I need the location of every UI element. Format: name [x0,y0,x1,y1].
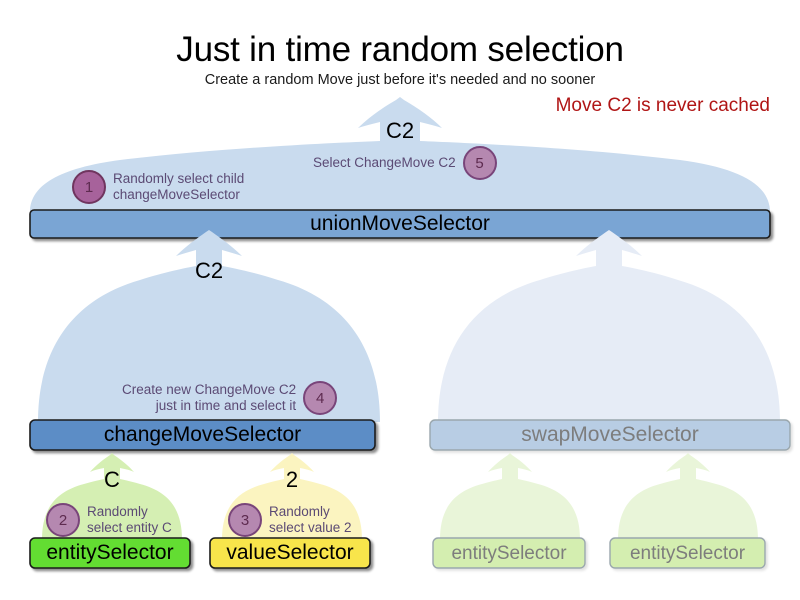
step-2-number: 2 [46,503,80,537]
step-2-text: Randomly select entity C [87,504,172,537]
step-5: 5 Select ChangeMove C2 [313,146,497,180]
step-4: 4 Create new ChangeMove C2 just in time … [122,381,338,415]
step-2-line1: Randomly [87,503,148,519]
step-4-text: Create new ChangeMove C2 just in time an… [122,382,296,415]
step-5-number: 5 [462,146,497,180]
step-5-line1: Select ChangeMove C2 [313,154,456,170]
step-3-text: Randomly select value 2 [269,504,352,537]
union-funnel-arrow [30,97,770,212]
page-title: Just in time random selection [176,30,624,69]
swap-funnel-arrow [438,230,780,422]
step-3-line1: Randomly [269,503,330,519]
step-1-line2: changeMoveSelector [113,187,240,202]
step-4-number: 4 [303,381,338,415]
step-2: 2 Randomly select entity C [46,503,172,537]
entity-selector-label: entitySelector [46,541,174,564]
step-2-line2: select entity C [87,520,172,535]
value-selector-box[interactable] [209,537,371,569]
step-1-line1: Randomly select child [113,170,245,186]
value-move-label: 2 [285,467,299,492]
step-4-line1: Create new ChangeMove C2 [122,381,297,397]
swap-move-selector-box[interactable] [429,419,791,451]
swap-entity-selector-b-label: entitySelector [629,543,746,564]
step-3-line2: select value 2 [269,520,352,535]
cache-note: Move C2 is never cached [555,95,770,116]
value-selector-label: valueSelector [226,541,354,564]
union-move-selector-label: unionMoveSelector [310,212,490,235]
step-5-text: Select ChangeMove C2 [313,155,456,171]
step-1: 1 Randomly select child changeMoveSelect… [72,170,244,204]
change-move-selector-label: changeMoveSelector [103,423,302,446]
step-1-text: Randomly select child changeMoveSelector [113,171,244,204]
swap-entity-selector-a-label: entitySelector [451,543,567,564]
page-subtitle: Create a random Move just before it's ne… [204,72,596,88]
step-4-line2: just in time and select it [155,398,297,413]
union-move-selector-box[interactable] [29,209,771,239]
step-1-number: 1 [72,170,106,204]
swap-entity-selector-a-funnel-arrow [440,453,580,540]
entity-move-label: C [104,467,120,492]
swap-entity-selector-b-box[interactable] [609,537,766,569]
step-3-number: 3 [228,503,262,537]
swap-entity-selector-b-funnel-arrow [618,453,758,540]
step-3: 3 Randomly select value 2 [228,503,352,537]
swap-entity-selector-a-box[interactable] [432,537,586,569]
union-move-label: C2 [385,118,415,143]
change-move-label: C2 [194,258,224,283]
change-move-selector-box[interactable] [29,419,376,451]
swap-move-selector-label: swapMoveSelector [521,423,699,446]
entity-selector-box[interactable] [29,537,191,569]
change-funnel-arrow [38,230,380,422]
